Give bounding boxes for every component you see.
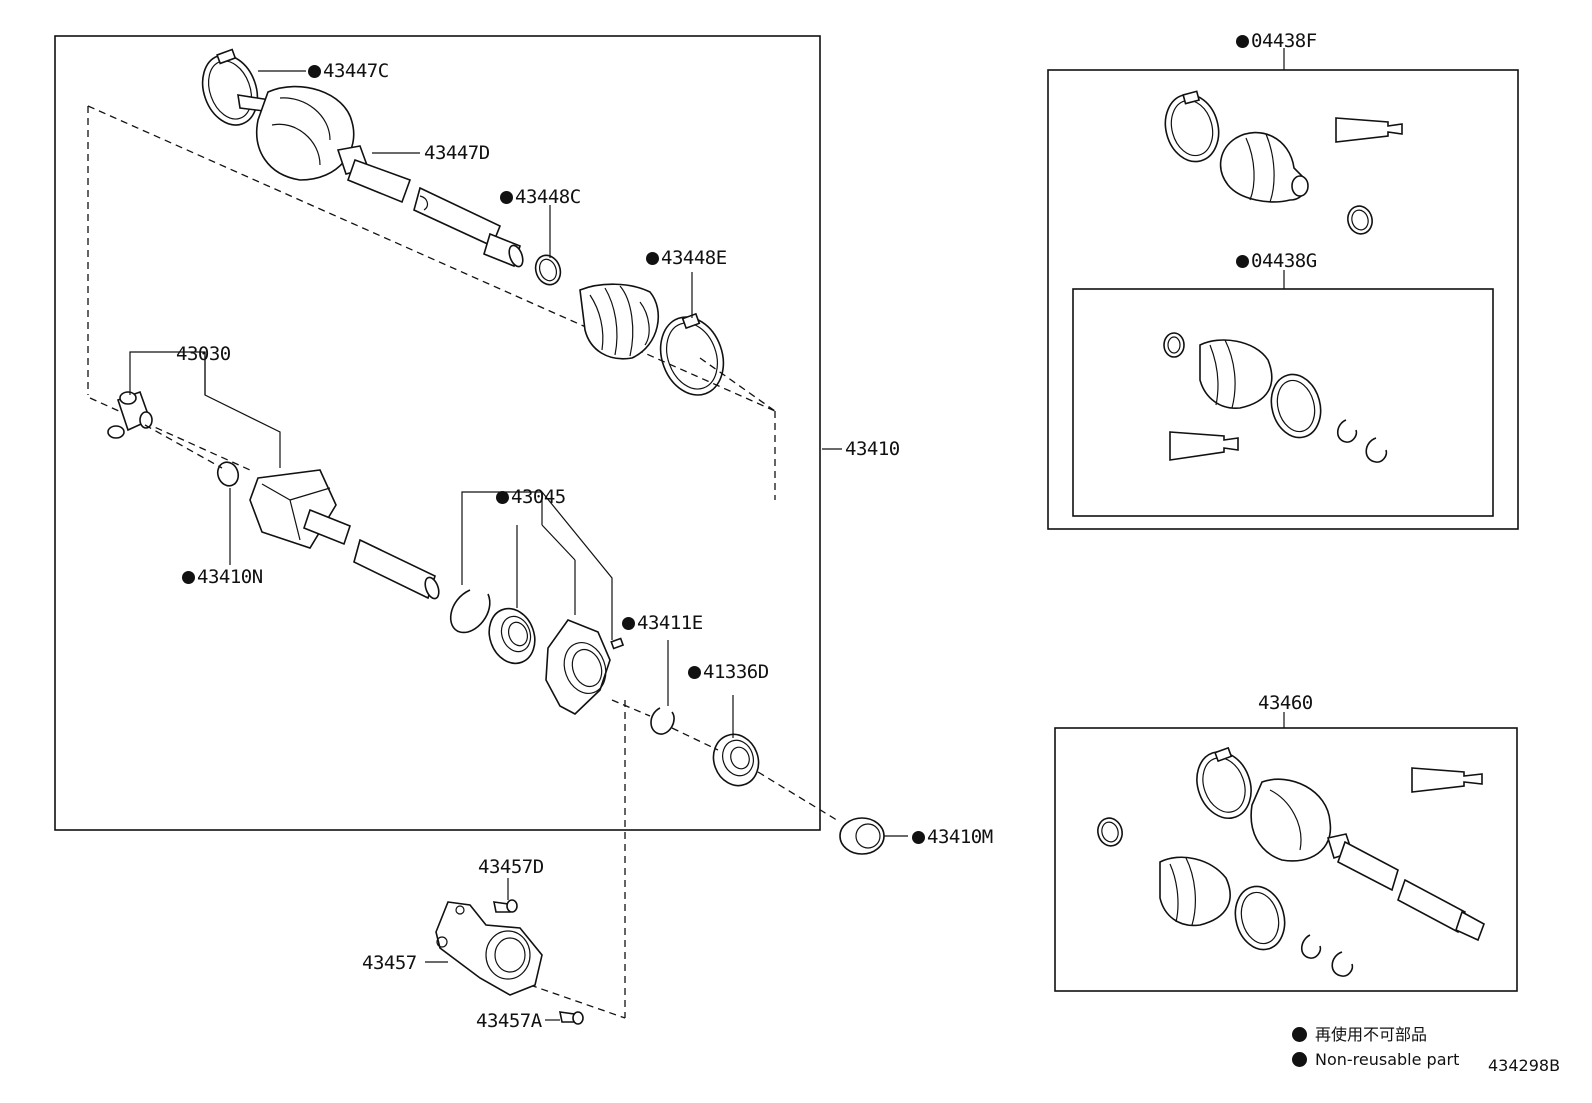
nonreusable-dot-icon: [1236, 255, 1249, 268]
dust-cover-41336D-art: [712, 733, 760, 787]
kit-04438G-art: [1163, 332, 1388, 463]
label-43447D: 43447D: [424, 142, 490, 164]
legend-english: Non-reusable part: [1292, 1050, 1459, 1070]
label-43410M: 43410M: [912, 826, 993, 848]
label-43460: 43460: [1258, 692, 1313, 714]
inner-joint-housing-art: [249, 469, 440, 600]
snap-ring-small-art: [650, 707, 675, 735]
outer-group-dashed-outline: [87, 105, 776, 500]
label-43410: 43410: [845, 438, 900, 460]
kit-04438F-frame: [1047, 69, 1519, 530]
legend-japanese: 再使用不可部品: [1292, 1025, 1427, 1045]
tripod-joint-art: [107, 390, 153, 439]
clamp-43448E-art: [659, 312, 725, 396]
label-43448C: 43448C: [500, 186, 581, 208]
assembly-43460-art: [1097, 746, 1485, 977]
label-43448E: 43448E: [646, 247, 727, 269]
pin-43411E-art: [610, 637, 625, 650]
nonreusable-dot-icon: [1292, 1052, 1307, 1067]
label-04438F: 04438F: [1236, 30, 1317, 52]
label-43410N: 43410N: [182, 566, 263, 588]
label-43411E: 43411E: [622, 612, 703, 634]
label-43457D: 43457D: [478, 856, 544, 878]
bearing-art: [488, 607, 536, 665]
nonreusable-dot-icon: [308, 65, 321, 78]
label-04438G: 04438G: [1236, 250, 1317, 272]
label-43030: 43030: [176, 343, 231, 365]
assembly-43410-frame: [54, 35, 821, 831]
figure-id: 434298B: [1488, 1056, 1561, 1075]
snap-ring-large-art: [449, 589, 491, 634]
label-43457: 43457: [362, 952, 417, 974]
dust-seal-43410M-art: [839, 817, 885, 855]
leader-lines: [129, 48, 1285, 1021]
outer-boot-art: [579, 283, 660, 360]
kit-04438G-frame: [1072, 288, 1494, 517]
nonreusable-dot-icon: [688, 666, 701, 679]
outer-cv-joint-and-shaft: [201, 48, 524, 268]
inner-axis-dashes: [144, 424, 841, 1019]
label-43457A: 43457A: [476, 1010, 542, 1032]
snap-ring-43410N-art: [216, 461, 240, 487]
label-43045: 43045: [496, 486, 566, 508]
nonreusable-dot-icon: [496, 491, 509, 504]
nonreusable-dot-icon: [1292, 1027, 1307, 1042]
nonreusable-dot-icon: [1236, 35, 1249, 48]
nonreusable-dot-icon: [182, 571, 195, 584]
assembly-43460-frame: [1054, 727, 1518, 992]
bolt-43457A-art: [558, 1011, 584, 1025]
nonreusable-dot-icon: [912, 831, 925, 844]
nonreusable-dot-icon: [646, 252, 659, 265]
nonreusable-dot-icon: [622, 617, 635, 630]
kit-04438F-art: [1164, 90, 1403, 235]
bracket-43457-art: [435, 901, 543, 996]
label-41336D: 41336D: [688, 661, 769, 683]
clamp-43448C-art: [534, 254, 562, 286]
label-43447C: 43447C: [308, 60, 389, 82]
bearing-bracket-art: [545, 619, 611, 715]
nonreusable-dot-icon: [500, 191, 513, 204]
bolt-43457D-art: [492, 899, 518, 913]
